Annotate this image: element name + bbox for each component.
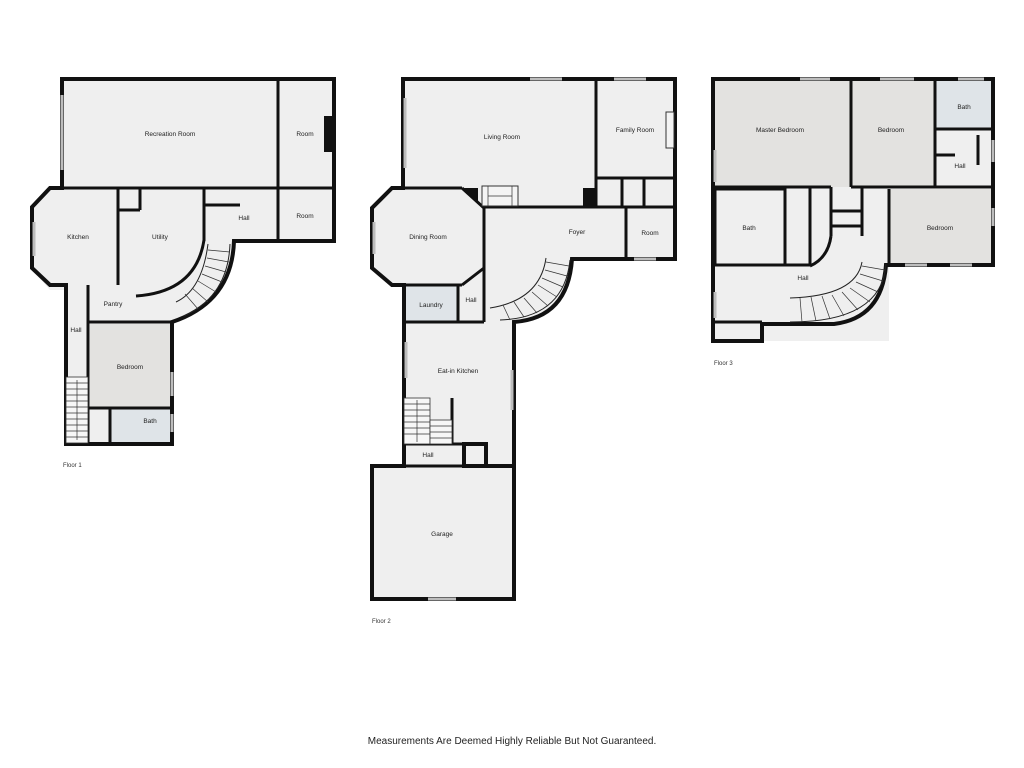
floor-label: Floor 1 [63,463,82,469]
stair-curve-fill [484,255,572,322]
stair-curve-fill [140,240,234,322]
room-label-pantry: Pantry [104,301,124,308]
wall [135,239,206,298]
garage-fill [372,466,514,599]
room-label-hall: Hall [70,327,82,334]
stairs-icon [403,397,453,445]
room-label-foyer: Foyer [569,229,586,236]
room-label-bath: Bath [742,225,756,232]
room-label-utility: Utility [152,234,169,241]
room-label-bedroom: Bedroom [927,225,953,232]
room-label-dining-room: Dining Room [409,234,447,241]
room-label-bedroom: Bedroom [878,127,904,134]
room-label-hall: Hall [465,297,477,304]
bedroom-b-fill [889,189,993,265]
floor-1-exterior-walls [30,77,336,446]
bedroom-fill [90,324,170,408]
floor-label: Floor 3 [714,361,733,367]
floor-3-plan: Master Bedroom Bedroom Bath Hall Bath Be… [711,77,995,367]
floor-label: Floor 2 [372,619,391,625]
room-label-hall: Hall [238,215,250,222]
bedroom-a-fill [851,79,935,187]
master-bedroom-fill [713,79,851,187]
wall [809,235,833,268]
column-icon [583,188,595,207]
fireplace-icon [324,116,333,152]
room-label-laundry: Laundry [419,302,443,309]
laundry-fill [404,286,458,322]
room-label-room: Room [296,213,313,220]
disclaimer-text: Measurements Are Deemed Highly Reliable … [367,736,657,747]
room-label-master-bedroom: Master Bedroom [756,127,804,134]
room-label-garage: Garage [431,531,453,538]
room-label-bath: Bath [143,418,157,425]
room-label-living-room: Living Room [484,134,520,141]
room-label-family-room: Family Room [616,127,654,134]
hall-a-fill [458,268,484,322]
room-label-hall: Hall [422,452,434,459]
room-label-bedroom: Bedroom [117,364,143,371]
room-label-room: Room [641,230,658,237]
floor-2-upper-fill [403,79,675,207]
hall-a-fill [935,129,993,187]
fireplace-icon [665,111,675,149]
room-label-kitchen: Kitchen [67,234,89,241]
room-label-hall: Hall [797,275,809,282]
foyer-fill [484,207,676,259]
wall [461,266,485,287]
bath-fill [110,408,172,442]
room-label-eat-in-kitchen: Eat-in Kitchen [438,368,479,375]
column-icon [460,188,478,204]
floor-2-plan: Living Room Family Room Dining Room Foye… [370,77,677,625]
bath-a-fill [935,79,993,129]
stairs-icon [65,376,89,444]
dining-room-fill [372,188,484,285]
curved-stairs-icon [489,257,571,321]
room-label-hall: Hall [954,163,966,170]
floor-1-plan: Recreation Room Room Room Hall Kitchen U… [30,77,336,469]
pantry-fill [88,285,140,323]
room-label-room: Room [296,131,313,138]
curved-stairs-icon [175,243,231,317]
curved-stairs-icon [789,261,887,323]
kitchen-fill [32,188,130,290]
room-label-bath: Bath [957,104,971,111]
room-label-recreation-room: Recreation Room [145,131,196,138]
